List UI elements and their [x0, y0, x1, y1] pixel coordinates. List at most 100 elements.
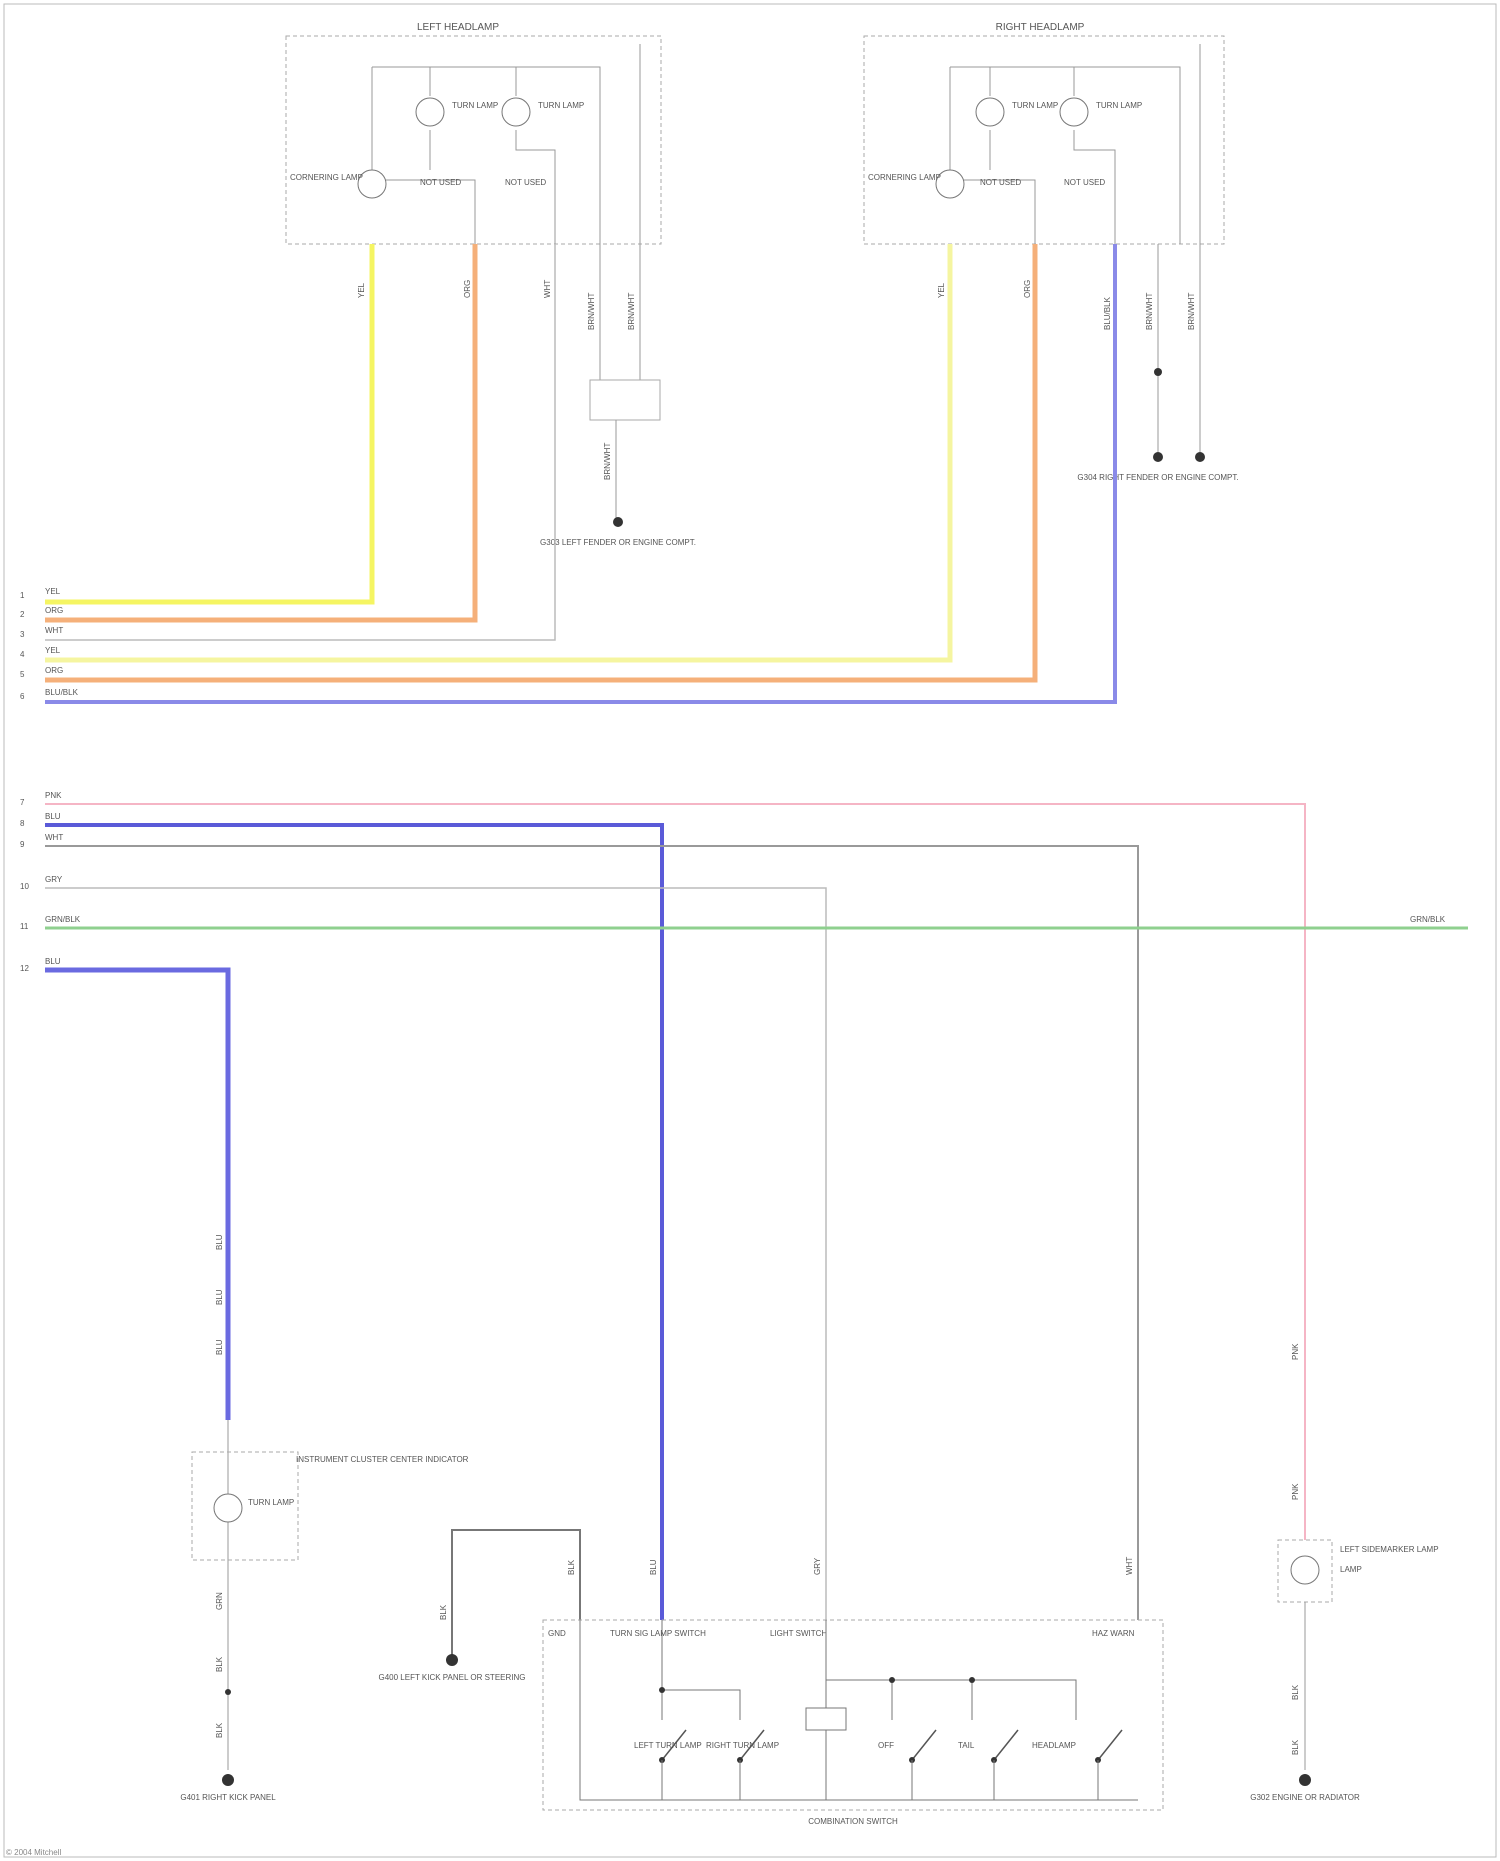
sidemarker-ground-name: G302 ENGINE OR RADIATOR: [1250, 1793, 1360, 1802]
indicator-wire-6: BLK: [215, 1722, 224, 1738]
left-gnd-wire-label: BRN/WHT: [603, 443, 612, 480]
switch-wire-label-2: BLU: [649, 1559, 658, 1575]
harness-num-6: 6: [20, 692, 25, 701]
switch-junction-c: [969, 1677, 975, 1683]
copyright-footer: © 2004 Mitchell: [6, 1848, 61, 1857]
harness-num-2: 2: [20, 610, 25, 619]
right-hl-wire-label-4: BRN/WHT: [1145, 293, 1154, 330]
right-hl-wire-label-5: BRN/WHT: [1187, 293, 1196, 330]
indicator-name: INSTRUMENT CLUSTER CENTER INDICATOR: [296, 1455, 469, 1464]
switch-light-label: LIGHT SWITCH: [770, 1629, 827, 1638]
switch-tail-label: TAIL: [958, 1741, 975, 1750]
left-not-used-1: NOT USED: [420, 178, 461, 187]
switch-off-label: OFF: [878, 1741, 894, 1750]
switch-ground-point: [446, 1654, 458, 1666]
sidemarker-lamp-bulb: [1291, 1556, 1319, 1584]
lower-num-11: 11: [20, 922, 29, 931]
right-turn-lamp-label: TURN LAMP: [1012, 101, 1058, 110]
switch-wire-label-4: WHT: [1125, 1557, 1134, 1575]
left-turn-lamp-label: TURN LAMP: [452, 101, 498, 110]
right-not-used-2: NOT USED: [1064, 178, 1105, 187]
right-not-used-1: NOT USED: [980, 178, 1021, 187]
switch-ground-name: G400 LEFT KICK PANEL OR STEERING: [378, 1673, 525, 1682]
harness-wire-3: WHT: [45, 626, 63, 635]
right-ground-name: G304 RIGHT FENDER OR ENGINE COMPT.: [1077, 473, 1238, 482]
left-hl-wire-label-3: WHT: [543, 280, 552, 298]
switch-gnd-label: GND: [548, 1629, 566, 1638]
right-ground-point-a: [1153, 452, 1163, 462]
indicator-wire-4: GRN: [215, 1592, 224, 1610]
left-turn-lamp-bulb: [416, 98, 444, 126]
switch-name: COMBINATION SWITCH: [808, 1817, 898, 1826]
indicator-wire-3: BLU: [215, 1339, 224, 1355]
left-not-used-2: NOT USED: [505, 178, 546, 187]
left-hl-wire-label-4: BRN/WHT: [587, 293, 596, 330]
right-cornering-lamp-label: CORNERING LAMP: [868, 173, 941, 182]
lower-num-12: 12: [20, 964, 29, 973]
switch-light-block: [806, 1708, 846, 1730]
lower-wire-9: WHT: [45, 833, 63, 842]
lower-wire-7: PNK: [45, 791, 62, 800]
harness-wire-4: YEL: [45, 646, 61, 655]
harness-num-3: 3: [20, 630, 25, 639]
right-splice-dot: [1154, 368, 1162, 376]
left-hl-wire-label-1: YEL: [357, 282, 366, 298]
right-turn-lamp-2-bulb: [1060, 98, 1088, 126]
grnblk-right-label: GRN/BLK: [1410, 915, 1446, 924]
harness-wire-5: ORG: [45, 666, 63, 675]
left-headlamp-title: LEFT HEADLAMP: [417, 22, 499, 33]
left-hl-wire-label-5: BRN/WHT: [627, 293, 636, 330]
indicator-lamp-bulb: [214, 1494, 242, 1522]
switch-junction-b: [889, 1677, 895, 1683]
switch-headlamp-label: HEADLAMP: [1032, 1741, 1076, 1750]
right-turn-lamp-bulb: [976, 98, 1004, 126]
harness-num-5: 5: [20, 670, 25, 679]
switch-turnsig-label: TURN SIG LAMP SWITCH: [610, 1629, 706, 1638]
harness-wire-1: YEL: [45, 587, 61, 596]
sidemarker-wire-4: BLK: [1291, 1739, 1300, 1755]
right-turn-lamp-2-label: TURN LAMP: [1096, 101, 1142, 110]
indicator-wire-2: BLU: [215, 1289, 224, 1305]
left-gnd-splice: [590, 380, 660, 420]
indicator-ground-name: G401 RIGHT KICK PANEL: [180, 1793, 276, 1802]
switch-wire-label-3: GRY: [813, 1557, 822, 1575]
indicator-wire-1: BLU: [215, 1234, 224, 1250]
sidemarker-wire-3: BLK: [1291, 1684, 1300, 1700]
left-hl-wire-label-2: ORG: [463, 280, 472, 298]
left-turn-lamp-2-bulb: [502, 98, 530, 126]
right-ground-point-b: [1195, 452, 1205, 462]
lower-wire-10: GRY: [45, 875, 63, 884]
indicator-ground-point: [222, 1774, 234, 1786]
harness-wire-2: ORG: [45, 606, 63, 615]
left-ground-name: G303 LEFT FENDER OR ENGINE COMPT.: [540, 538, 696, 547]
lower-wire-12: BLU: [45, 957, 61, 966]
switch-junction-a: [659, 1687, 665, 1693]
harness-num-1: 1: [20, 591, 25, 600]
sidemarker-wire-2: PNK: [1291, 1483, 1300, 1500]
right-headlamp-title: RIGHT HEADLAMP: [996, 22, 1085, 33]
indicator-lamp-label: TURN LAMP: [248, 1498, 294, 1507]
right-hl-wire-label-2: ORG: [1023, 280, 1032, 298]
sidemarker-ground-point: [1299, 1774, 1311, 1786]
indicator-splice: [225, 1689, 231, 1695]
lower-wire-11: GRN/BLK: [45, 915, 81, 924]
lower-num-7: 7: [20, 798, 25, 807]
sidemarker-lamp-name: LEFT SIDEMARKER LAMP: [1340, 1545, 1439, 1554]
lower-num-9: 9: [20, 840, 25, 849]
lower-num-10: 10: [20, 882, 29, 891]
left-turn-lamp-2-label: TURN LAMP: [538, 101, 584, 110]
switch-wire-gnd: BLK: [439, 1604, 448, 1620]
switch-right-turn-label: RIGHT TURN LAMP: [706, 1741, 779, 1750]
harness-num-4: 4: [20, 650, 25, 659]
left-cornering-lamp-label: CORNERING LAMP: [290, 173, 363, 182]
lower-num-8: 8: [20, 819, 25, 828]
switch-wire-label-1: BLK: [567, 1559, 576, 1575]
sidemarker-lamp-label: LAMP: [1340, 1565, 1362, 1574]
switch-hazard-label: HAZ WARN: [1092, 1629, 1135, 1638]
switch-left-turn-label: LEFT TURN LAMP: [634, 1741, 702, 1750]
left-ground-point: [613, 517, 623, 527]
indicator-wire-5: BLK: [215, 1656, 224, 1672]
sidemarker-wire-1: PNK: [1291, 1343, 1300, 1360]
